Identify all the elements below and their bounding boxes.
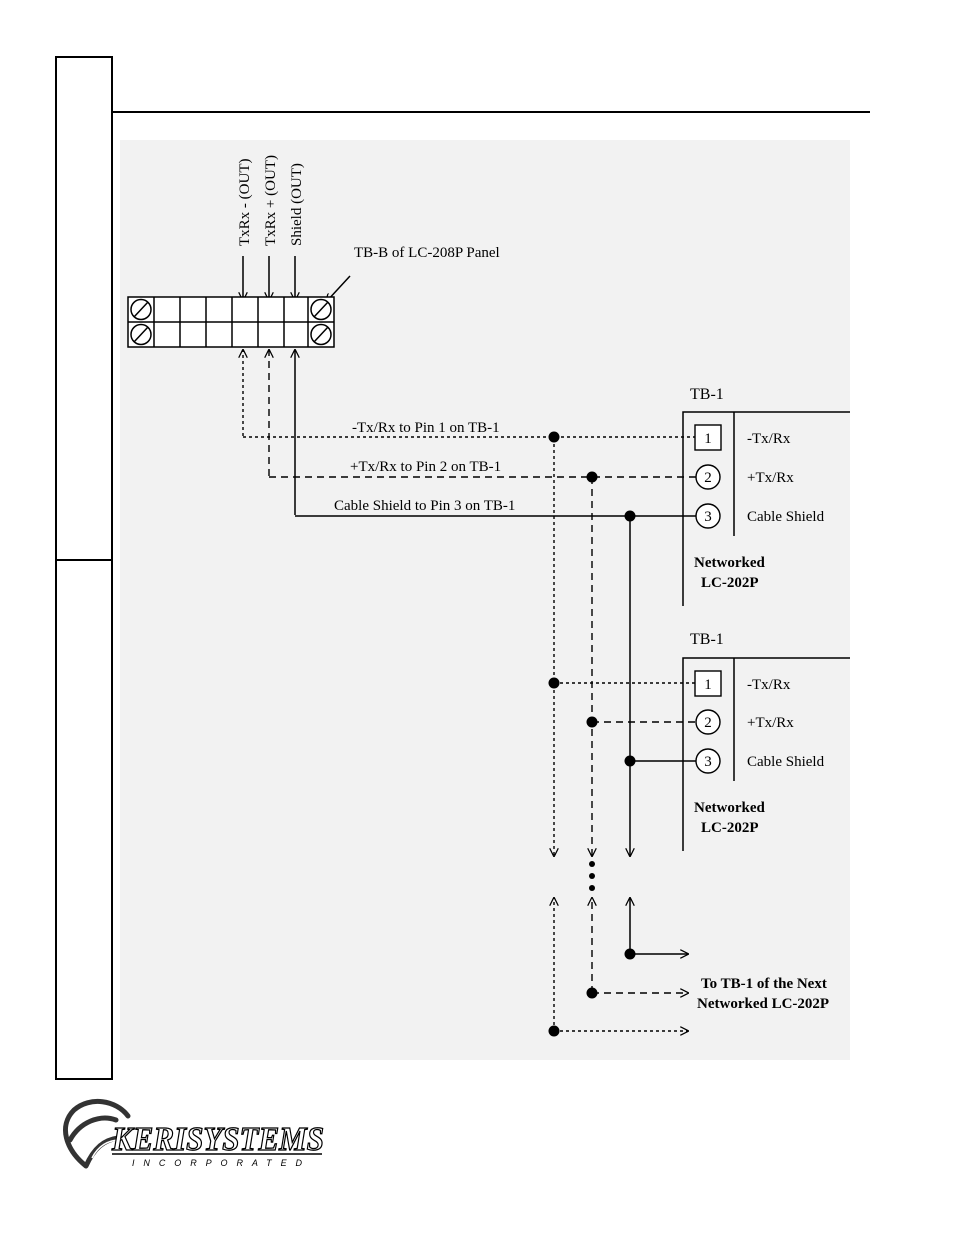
wire-txrx-neg [243, 350, 706, 438]
screw-icon [310, 323, 332, 346]
diagram-background [120, 140, 850, 1060]
wire-label-shield: Cable Shield to Pin 3 on TB-1 [334, 498, 515, 514]
keri-systems-logo: KERISYSTEMS INCORPORATED [63, 1098, 325, 1169]
screw-icon [130, 323, 152, 346]
unit-2-pin-2-label: +Tx/Rx [747, 715, 794, 731]
wire-label-neg: -Tx/Rx to Pin 1 on TB-1 [352, 420, 500, 436]
pin-label-txrx-pos: TxRx + (OUT) [263, 155, 279, 246]
page-frame [55, 56, 870, 1080]
unit-1-enclosure [682, 411, 850, 606]
unit-1-tb-label: TB-1 [690, 386, 724, 403]
bus-shield [630, 516, 696, 954]
unit-1-pin-3-label: Cable Shield [747, 509, 825, 525]
bus-txrx-neg [554, 438, 696, 1031]
unit-2-tb-label: TB-1 [690, 631, 724, 648]
next-unit-note-line1: To TB-1 of the Next [701, 976, 827, 992]
unit-2-pin-1-num: 1 [704, 677, 712, 693]
unit-2-name-line1: Networked [694, 800, 765, 816]
unit-2-pin-2-circle [695, 709, 721, 735]
wire-label-pos: +Tx/Rx to Pin 2 on TB-1 [350, 459, 501, 475]
tb-b-pin-labels: TxRx - (OUT) TxRx + (OUT) Shield (OUT) [237, 155, 305, 246]
unit-1-pin-1-label: -Tx/Rx [747, 431, 791, 447]
unit-1-name-line2: LC-202P [701, 575, 759, 591]
unit-2-pin-3-label: Cable Shield [747, 754, 825, 770]
tb-b-label: TB-B of LC-208P Panel [354, 245, 500, 261]
screw-icon [310, 298, 332, 321]
unit-2-pin-2-num: 2 [704, 715, 712, 731]
unit-2-pin-3-circle [695, 748, 721, 774]
logo-swoosh-icon [63, 1098, 131, 1169]
logo-swoosh-detail-icon [91, 1139, 121, 1159]
unit-1-pin-3-circle [695, 503, 721, 529]
unit-1-pin-2-circle [695, 464, 721, 490]
continuation-dots [589, 861, 595, 891]
tb-b-input-arrows [243, 256, 295, 300]
lc-202p-unit-2: TB-1 1 2 3 -Tx/Rx +Tx/Rx Cable Shield Ne… [682, 631, 850, 851]
next-unit-note-line2: Networked LC-202P [697, 996, 829, 1012]
junction-dots [548, 431, 636, 1037]
pin-label-shield: Shield (OUT) [289, 163, 305, 246]
screw-icon [130, 298, 152, 321]
bus-txrx-pos [592, 477, 696, 993]
unit-1-pin-1-num: 1 [704, 431, 712, 447]
logo-brand-text: KERISYSTEMS [111, 1121, 324, 1158]
unit-2-pin-1-label: -Tx/Rx [747, 677, 791, 693]
unit-1-pin-1-box [694, 424, 722, 451]
unit-2-pin-1-box [694, 670, 722, 697]
unit-1-name-line1: Networked [694, 555, 765, 571]
wire-txrx-pos [269, 350, 696, 478]
lc-202p-unit-1: TB-1 1 2 3 -Tx/Rx +Tx/Rx Cable Shield Ne… [682, 386, 850, 606]
unit-1-pin-2-num: 2 [704, 470, 712, 486]
terminal-block-tb-b [127, 296, 335, 348]
unit-2-name-line2: LC-202P [701, 820, 759, 836]
pin-label-txrx-neg: TxRx - (OUT) [237, 159, 253, 246]
unit-2-pin-3-num: 3 [704, 754, 712, 770]
unit-1-pin-2-label: +Tx/Rx [747, 470, 794, 486]
logo-sub-text: INCORPORATED [132, 1158, 303, 1168]
unit-1-pin-3-num: 3 [704, 509, 712, 525]
unit-2-enclosure [682, 657, 850, 851]
